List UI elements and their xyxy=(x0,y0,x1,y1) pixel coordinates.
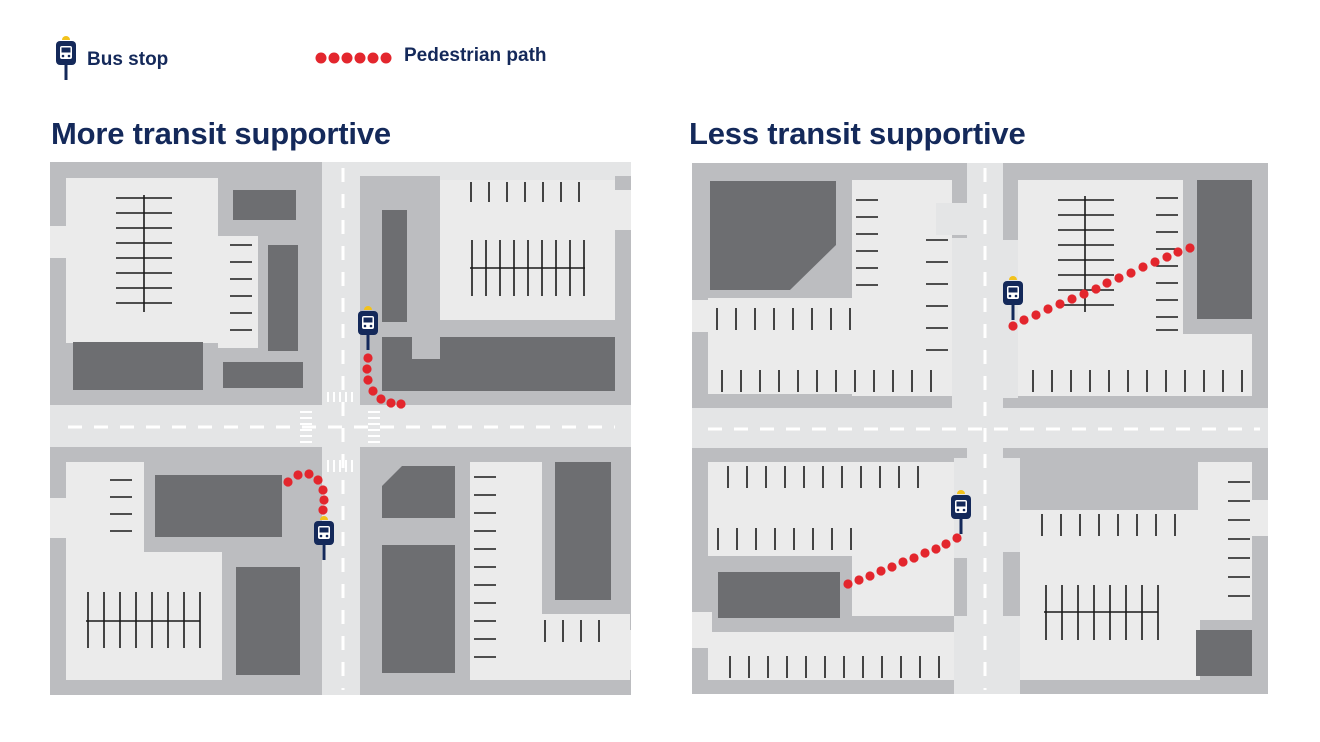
legend-pedestrian-path-label: Pedestrian path xyxy=(404,45,547,66)
map-more-transit-supportive xyxy=(50,162,631,695)
dotted-line-icon xyxy=(315,52,392,64)
pedestrian-path-less-2 xyxy=(843,533,962,589)
pedestrian-path-less-1 xyxy=(1008,243,1195,331)
bus-stop-icon xyxy=(56,36,76,80)
panel-title-more: More transit supportive xyxy=(51,116,391,151)
pedestrian-path-more-1 xyxy=(362,353,406,409)
map-less-transit-supportive xyxy=(692,163,1268,694)
legend-bus-stop-label: Bus stop xyxy=(87,49,169,70)
pedestrian-path-more-2 xyxy=(283,469,329,515)
panel-title-less: Less transit supportive xyxy=(689,116,1026,151)
